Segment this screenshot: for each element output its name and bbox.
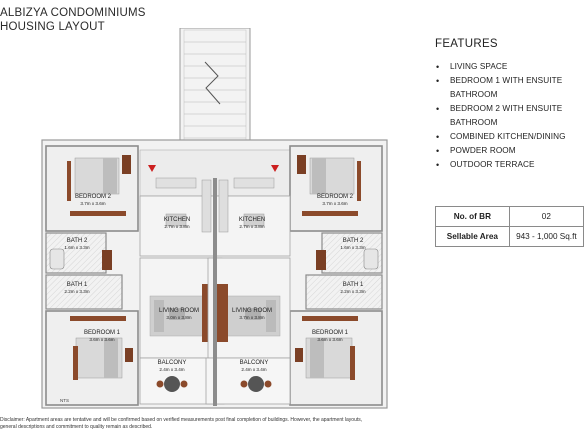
left-living-label: LIVING ROOM [159, 308, 199, 314]
feature-item: OUTDOOR TERRACE [435, 158, 580, 172]
spec-table: No. of BR 02 Sellable Area 943 - 1,000 S… [435, 206, 584, 247]
feature-item: BEDROOM 2 WITH ENSUITE BATHROOM [435, 102, 580, 130]
right-bedroom1-dim: 3.6m x 3.6m [317, 337, 342, 342]
left-balcony-label: BALCONY [158, 360, 187, 366]
features-list: LIVING SPACE BEDROOM 1 WITH ENSUITE BATH… [435, 60, 580, 172]
right-living-dim: 3.7m x 3.8m [239, 315, 264, 320]
right-bedroom2-dim: 3.7m x 3.6m [322, 201, 347, 206]
disclaimer-line-1: Disclaimer: Apartment areas are tentativ… [0, 417, 363, 423]
right-bedroom1-label: BEDROOM 1 [312, 330, 349, 336]
page-title: ALBIZYA CONDOMINIUMS HOUSING LAYOUT [0, 6, 146, 34]
spec-value-area: 943 - 1,000 Sq.ft [508, 226, 584, 247]
entry-arrow-right [271, 165, 279, 172]
table-row: No. of BR 02 [435, 206, 584, 227]
entry-arrow-left [148, 165, 156, 172]
left-bedroom1-dim: 3.6m x 3.6m [89, 337, 114, 342]
left-bedroom2-label: BEDROOM 2 [75, 194, 112, 200]
features-heading: FEATURES [435, 38, 498, 50]
right-unit [205, 145, 383, 406]
title-line-2: HOUSING LAYOUT [0, 21, 105, 33]
left-bath1-label: BATH 1 [67, 282, 88, 288]
left-living-dim: 3.0m x 3.8m [166, 315, 191, 320]
feature-item: POWDER ROOM [435, 144, 580, 158]
spec-value-bedrooms: 02 [508, 206, 584, 227]
right-balcony-dim: 2.4m x 3.4m [241, 367, 266, 372]
feature-item: COMBINED KITCHEN/DINING [435, 130, 580, 144]
feature-item: LIVING SPACE [435, 60, 580, 74]
left-bath2-label: BATH 2 [67, 238, 88, 244]
floor-plan: BEDROOM 2 3.7m x 3.6m BATH 2 1.6m x 3.3m… [41, 28, 388, 409]
right-bath2-label: BATH 2 [343, 238, 364, 244]
stairwell [179, 28, 251, 151]
left-bedroom1-label: BEDROOM 1 [84, 330, 121, 336]
left-bath2-dim: 1.6m x 3.3m [64, 245, 89, 250]
disclaimer: Disclaimer: Apartment areas are tentativ… [0, 417, 584, 430]
right-bath2-dim: 1.6m x 3.3m [340, 245, 365, 250]
title-line-1: ALBIZYA CONDOMINIUMS [0, 7, 146, 19]
right-balcony-label: BALCONY [240, 360, 269, 366]
right-kitchen-dim: 2.7m x 3.8m [239, 224, 264, 229]
right-kitchen-label: KITCHEN [239, 217, 265, 223]
right-living-label: LIVING ROOM [232, 308, 272, 314]
right-bedroom2-label: BEDROOM 2 [317, 194, 354, 200]
left-kitchen-dim: 2.7m x 3.8m [164, 224, 189, 229]
features-panel: FEATURES LIVING SPACE BEDROOM 1 WITH ENS… [435, 38, 580, 172]
nts-note: NTS [60, 398, 69, 403]
left-kitchen-label: KITCHEN [164, 217, 190, 223]
left-balcony-dim: 2.4m x 3.4m [159, 367, 184, 372]
right-bath1-dim: 2.2m x 3.3m [340, 289, 365, 294]
spec-label-area: Sellable Area [435, 226, 510, 247]
party-wall [213, 178, 217, 406]
spec-label-bedrooms: No. of BR [435, 206, 510, 227]
left-bedroom2-dim: 3.7m x 3.6m [80, 201, 105, 206]
table-row: Sellable Area 943 - 1,000 Sq.ft [435, 226, 584, 247]
right-bath1-label: BATH 1 [343, 282, 364, 288]
feature-item: BEDROOM 1 WITH ENSUITE BATHROOM [435, 74, 580, 102]
left-bath1-dim: 2.2m x 3.3m [64, 289, 89, 294]
disclaimer-line-2: general descriptions and commitment to q… [0, 423, 153, 430]
